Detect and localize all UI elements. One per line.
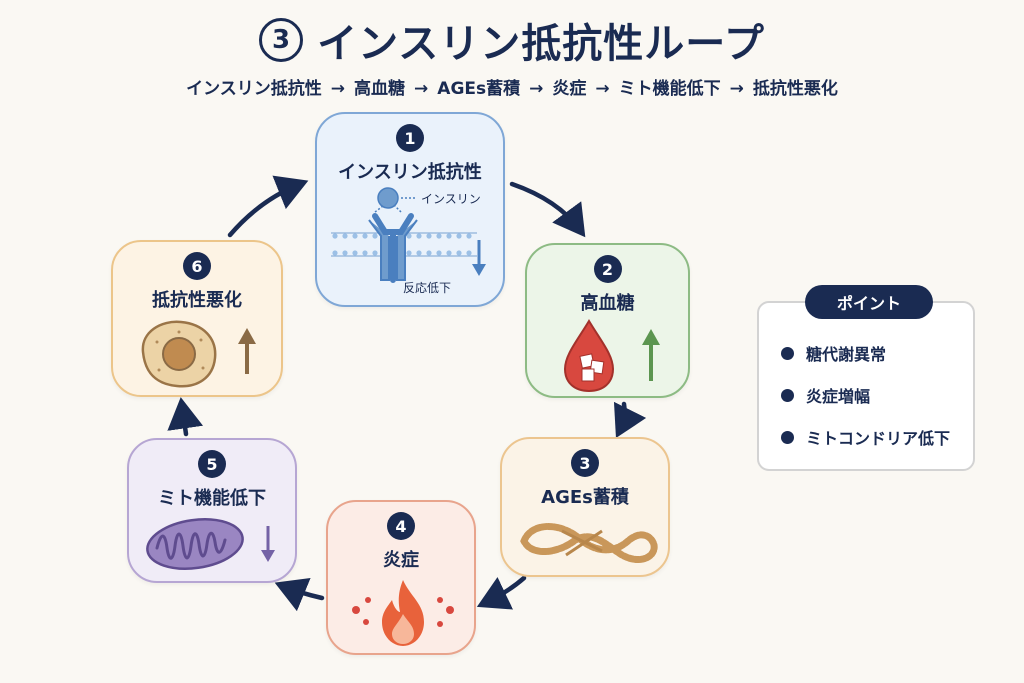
arrow-4-to-5: [274, 577, 325, 612]
blood-drop-icon: [563, 319, 660, 393]
summary-step-6: 抵抗性悪化: [752, 79, 838, 99]
step-label: 炎症: [383, 550, 419, 571]
step-number-badge: 5: [198, 450, 226, 478]
protein-chain-icon: [520, 523, 658, 563]
step-resistance-worsening: 6 抵抗性悪化: [111, 240, 283, 397]
summary-step-1: インスリン抵抗性: [186, 79, 322, 99]
bullet-icon: [781, 346, 794, 360]
step-number-badge: 1: [396, 124, 424, 152]
flame-icon: [352, 580, 454, 646]
step-number-badge: 4: [387, 512, 415, 540]
key-point-text: 糖代謝異常: [806, 345, 887, 364]
step-number-badge: 2: [593, 255, 622, 283]
summary-step-3: AGEs蓄積: [437, 79, 521, 99]
response-decline-caption: 反応低下: [403, 281, 452, 295]
summary-step-2: 高血糖: [354, 79, 406, 99]
key-points-title: ポイント: [805, 285, 933, 319]
step-label: AGEs蓄積: [541, 487, 629, 508]
page-title: インスリン抵抗性ループ: [317, 21, 765, 67]
title-row: 3 インスリン抵抗性ループ: [0, 10, 1024, 70]
cycle-summary: インスリン抵抗性 → 高血糖 → AGEs蓄積 → 炎症 → ミト機能低下 → 抵抗性悪化: [0, 74, 1024, 99]
step-insulin-resistance: 1 インスリン抵抗性 インスリン 反応低下: [315, 112, 505, 307]
summary-arrow: →: [729, 79, 744, 99]
receptor-membrane-icon: [331, 187, 486, 283]
summary-arrow: →: [330, 79, 346, 99]
insulin-annotation: インスリン: [421, 192, 481, 206]
arrow-3-to-4: [476, 575, 527, 610]
step-number-badge: 6: [183, 252, 211, 280]
step-mitochondrial-decline: 5 ミト機能低下: [127, 438, 297, 583]
mitochondria-icon: [146, 518, 275, 570]
key-point-text: ミトコンドリア低下: [806, 429, 951, 448]
step-label: インスリン抵抗性: [338, 162, 482, 183]
arrow-6-to-1: [227, 175, 309, 238]
bullet-icon: [781, 388, 794, 402]
key-point-text: 炎症増幅: [806, 387, 871, 406]
arrow-2-to-3: [613, 401, 647, 439]
step-ages-accumulation: 3 AGEs蓄積: [500, 437, 670, 577]
key-point-item: 糖代謝異常: [781, 341, 886, 365]
key-point-item: ミトコンドリア低下: [781, 425, 950, 449]
summary-arrow: →: [414, 79, 429, 99]
arrow-5-to-6: [167, 397, 204, 437]
step-label: 抵抗性悪化: [152, 290, 242, 311]
title-number-badge: 3: [259, 18, 304, 62]
arrow-1-to-2: [509, 181, 586, 238]
step-inflammation: 4 炎症: [326, 500, 476, 655]
summary-step-4: 炎症: [552, 79, 587, 99]
step-number-badge: 3: [571, 449, 599, 477]
key-point-item: 炎症増幅: [781, 383, 870, 407]
step-label: 高血糖: [580, 293, 635, 314]
step-label: ミト機能低下: [158, 488, 266, 509]
step-hyperglycemia: 2 高血糖: [525, 243, 690, 398]
cell-icon: [141, 320, 256, 388]
key-points-box: ポイント 糖代謝異常 炎症増幅 ミトコンドリア低下: [757, 285, 975, 471]
summary-step-5: ミト機能低下: [618, 79, 721, 99]
summary-arrow: →: [529, 79, 544, 99]
bullet-icon: [781, 430, 794, 444]
summary-arrow: →: [595, 79, 610, 99]
